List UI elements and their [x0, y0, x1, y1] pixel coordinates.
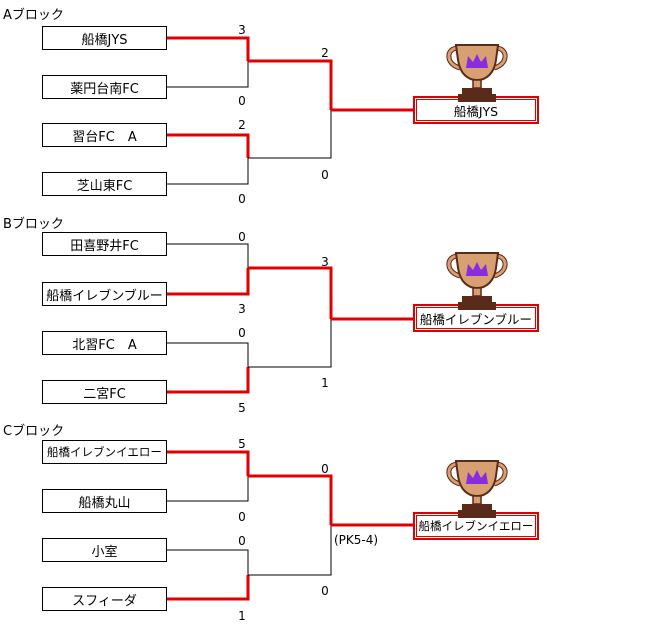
block-c-final-score-2: 0 [321, 584, 329, 598]
block-c-score-1: 5 [238, 437, 246, 451]
block-b-score-3: 0 [238, 326, 246, 340]
bracket-line [167, 367, 250, 394]
block-a-trophy-icon [446, 44, 508, 102]
block-a-score-4: 0 [238, 192, 246, 206]
block-b-team-4: 二宮FC [42, 380, 167, 404]
bracket-line [248, 525, 332, 576]
block-b-team-3: 北習FC A [42, 331, 167, 355]
block-c-score-4: 1 [238, 609, 246, 623]
bracket-line [167, 342, 249, 367]
block-a-team-2: 薬円台南FC [42, 75, 167, 99]
block-b-score-2: 3 [238, 302, 246, 316]
block-b-label: Bブロック [3, 217, 64, 232]
bracket-line [167, 36, 250, 61]
block-b-final-score-1: 3 [321, 255, 329, 269]
bracket-line [248, 266, 333, 319]
block-a-label: Aブロック [3, 8, 64, 23]
bracket-line [167, 476, 249, 502]
block-c-team-3: 小室 [42, 538, 167, 562]
block-a-score-3: 2 [238, 118, 246, 132]
block-a-final-score-2: 0 [321, 168, 329, 182]
block-b-final-score-2: 1 [321, 376, 329, 390]
bracket-line [167, 243, 249, 268]
block-a-team-4: 芝山東FC [42, 172, 167, 196]
block-b-score-1: 0 [238, 230, 246, 244]
block-b-trophy-icon [446, 252, 508, 310]
bracket-line [248, 110, 332, 159]
bracket-line [167, 158, 249, 185]
block-c-score-3: 0 [238, 534, 246, 548]
block-a-score-2: 0 [238, 94, 246, 108]
bracket-line [248, 59, 333, 110]
block-a-team-1: 船橋JYS [42, 26, 167, 50]
block-b-team-2: 船橋イレブンブルー [42, 282, 167, 306]
block-c-final-score-1: 0 [321, 462, 329, 476]
block-c-score-2: 0 [238, 510, 246, 524]
bracket-line [167, 133, 250, 158]
bracket-line [167, 575, 250, 601]
block-c-trophy-icon [446, 460, 508, 518]
block-a-final-score-1: 2 [321, 46, 329, 60]
block-c-team-2: 船橋丸山 [42, 489, 167, 513]
block-c-pk-note: (PK5-4) [334, 533, 379, 547]
block-a-team-3: 習台FC A [42, 123, 167, 147]
block-a-score-1: 3 [238, 23, 246, 37]
bracket-line [167, 450, 250, 476]
block-c-team-1: 船橋イレブンイエロー [42, 440, 167, 464]
bracket-line [167, 549, 249, 575]
bracket-line [167, 268, 250, 296]
block-c-team-4: スフィーダ [42, 587, 167, 611]
block-c-label: Cブロック [3, 424, 65, 439]
block-b-team-1: 田喜野井FC [42, 232, 167, 256]
bracket-line [167, 61, 249, 88]
block-b-score-4: 5 [238, 401, 246, 415]
bracket-line [248, 474, 333, 525]
bracket-line [248, 319, 332, 368]
